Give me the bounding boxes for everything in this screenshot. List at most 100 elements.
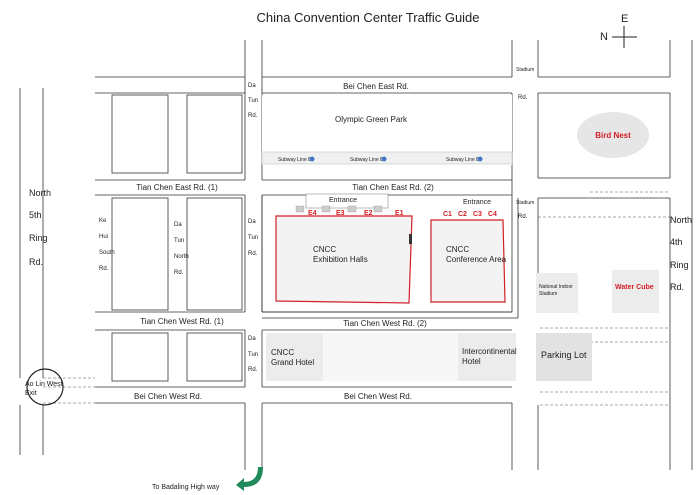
block-top-left	[111, 94, 169, 174]
road-label-da-tun-mid: Da Tun Rd.	[248, 219, 258, 257]
road-label-bei-chen-west-left: Bei Chen West Rd.	[134, 392, 202, 401]
svg-text:Da: Da	[174, 222, 182, 228]
compass-north-label: N	[600, 31, 608, 43]
block-top-mid	[186, 94, 243, 174]
ao-lin-west-exit-marker	[26, 368, 64, 406]
road-label-north-4th-ring: North 4th Ring Rd.	[670, 215, 692, 292]
cncc-conference-label-2: Conference Area	[446, 255, 507, 264]
svg-text:Tun: Tun	[174, 238, 184, 244]
exhibition-gates: E4 E3 E2 E1	[295, 205, 404, 217]
block-mid-mid	[186, 197, 243, 311]
svg-text:4th: 4th	[670, 237, 683, 247]
gate-e3: E3	[336, 210, 345, 217]
svg-text:Rd.: Rd.	[518, 214, 528, 220]
block-mid-left	[111, 197, 169, 311]
parking-lot-block	[536, 333, 592, 381]
subway-label-1: Subway Line 8	[278, 157, 311, 163]
cncc-exhibition-label-2: Exhibition Halls	[313, 255, 368, 264]
svg-text:Da: Da	[248, 336, 256, 342]
ao-lin-west-exit-label-1: Ao Lin West	[25, 381, 63, 388]
svg-text:Ke: Ke	[99, 218, 107, 224]
subway-icon-1	[309, 156, 315, 162]
ao-lin-west-exit-label-2: Exit	[25, 390, 37, 397]
gate-c1: C1	[443, 211, 452, 218]
gate-c2: C2	[458, 211, 467, 218]
road-label-tian-chen-east-1: Tian Chen East Rd. (1)	[136, 183, 218, 192]
svg-text:5th: 5th	[29, 210, 42, 220]
svg-text:Ring: Ring	[29, 233, 48, 243]
svg-text:North: North	[670, 215, 692, 225]
intercontinental-hotel-block	[458, 333, 516, 381]
subway-label-3: Subway Line 8	[446, 157, 479, 163]
national-indoor-stadium-label-2: Stadium	[539, 291, 557, 297]
intercontinental-hotel-label-1: Intercontinental	[462, 347, 517, 356]
svg-text:Rd.: Rd.	[248, 367, 258, 373]
badaling-arrow-icon	[236, 467, 263, 491]
road-label-da-tun-bottom: Da Tun Rd.	[248, 336, 258, 373]
svg-text:North: North	[29, 188, 51, 198]
road-label-da-tun-top: Da Tun Rd.	[248, 83, 258, 119]
subway-icon-3	[477, 156, 483, 162]
road-label-tian-chen-east-2: Tian Chen East Rd. (2)	[352, 183, 434, 192]
gate-e1: E1	[395, 210, 404, 217]
gate-e2: E2	[364, 210, 373, 217]
svg-text:Da: Da	[248, 219, 256, 225]
svg-text:Tun: Tun	[248, 98, 258, 104]
svg-text:Rd.: Rd.	[670, 282, 684, 292]
subway-label-2: Subway Line 8	[350, 157, 383, 163]
bird-nest-label: Bird Nest	[595, 131, 631, 140]
water-cube-block	[612, 270, 659, 313]
road-label-ke-hui-south: Ke Hui South Rd.	[99, 218, 115, 272]
svg-text:Rd.: Rd.	[518, 95, 528, 101]
national-indoor-stadium-label-1: National Indoor	[539, 284, 573, 290]
svg-text:Hui: Hui	[99, 234, 108, 240]
svg-text:Da: Da	[248, 83, 256, 89]
cncc-exhibition-label-1: CNCC	[313, 245, 336, 254]
subway-line: Subway Line 8 Subway Line 8 Subway Line …	[261, 151, 513, 165]
parking-lot-label: Parking Lot	[541, 350, 587, 360]
cncc-conference-area[interactable]: Entrance CNCC Conference Area	[430, 199, 507, 303]
svg-text:Tun: Tun	[248, 352, 258, 358]
svg-text:Rd.: Rd.	[99, 266, 109, 272]
svg-text:Rd.: Rd.	[248, 251, 258, 257]
svg-text:South: South	[99, 250, 115, 256]
svg-text:Rd.: Rd.	[29, 257, 43, 267]
conference-gates: C1 C2 C3 C4	[443, 211, 497, 218]
badaling-label: To Badaling High way	[152, 484, 220, 491]
cncc-grand-hotel-label-2: Grand Hotel	[271, 358, 314, 367]
water-cube-label: Water Cube	[615, 284, 654, 291]
national-indoor-stadium-block	[536, 273, 578, 313]
svg-text:Stadium: Stadium	[516, 200, 534, 206]
exhibition-entrance-label: Entrance	[329, 197, 357, 204]
middle-block	[323, 333, 458, 381]
gate-c4: C4	[488, 211, 497, 218]
svg-text:Tun: Tun	[248, 235, 258, 241]
gate-e4: E4	[308, 210, 317, 217]
compass-east-label: E	[621, 13, 628, 25]
road-label-bei-chen-east: Bei Chen East Rd.	[343, 82, 409, 91]
cncc-grand-hotel-block	[266, 333, 323, 381]
map-title: China Convention Center Traffic Guide	[256, 10, 479, 25]
gate-c3: C3	[473, 211, 482, 218]
cncc-conference-label-1: CNCC	[446, 245, 469, 254]
block-low-mid	[186, 332, 243, 382]
conference-entrance-label: Entrance	[463, 199, 491, 206]
bird-nest-shape	[577, 112, 649, 158]
cncc-exhibition-halls[interactable]: Entrance CNCC Exhibition Halls	[275, 193, 413, 304]
road-label-da-tun-north: Da Tun North Rd.	[174, 222, 189, 276]
road-label-bei-chen-west-right: Bei Chen West Rd.	[344, 392, 412, 401]
road-label-tian-chen-west-2: Tian Chen West Rd. (2)	[343, 319, 427, 328]
road-label-tian-chen-west-1: Tian Chen West Rd. (1)	[140, 317, 224, 326]
block-low-left	[111, 332, 169, 382]
svg-text:Rd.: Rd.	[174, 270, 184, 276]
compass: N E	[600, 13, 637, 48]
road-label-north-5th-ring: North 5th Ring Rd.	[29, 188, 51, 267]
svg-text:Stadium: Stadium	[516, 67, 534, 73]
cncc-grand-hotel-label-1: CNCC	[271, 348, 294, 357]
svg-text:Ring: Ring	[670, 260, 689, 270]
subway-icon-2	[381, 156, 387, 162]
svg-text:North: North	[174, 254, 189, 260]
road-label-stadium-mid: Stadium Rd.	[516, 200, 534, 220]
